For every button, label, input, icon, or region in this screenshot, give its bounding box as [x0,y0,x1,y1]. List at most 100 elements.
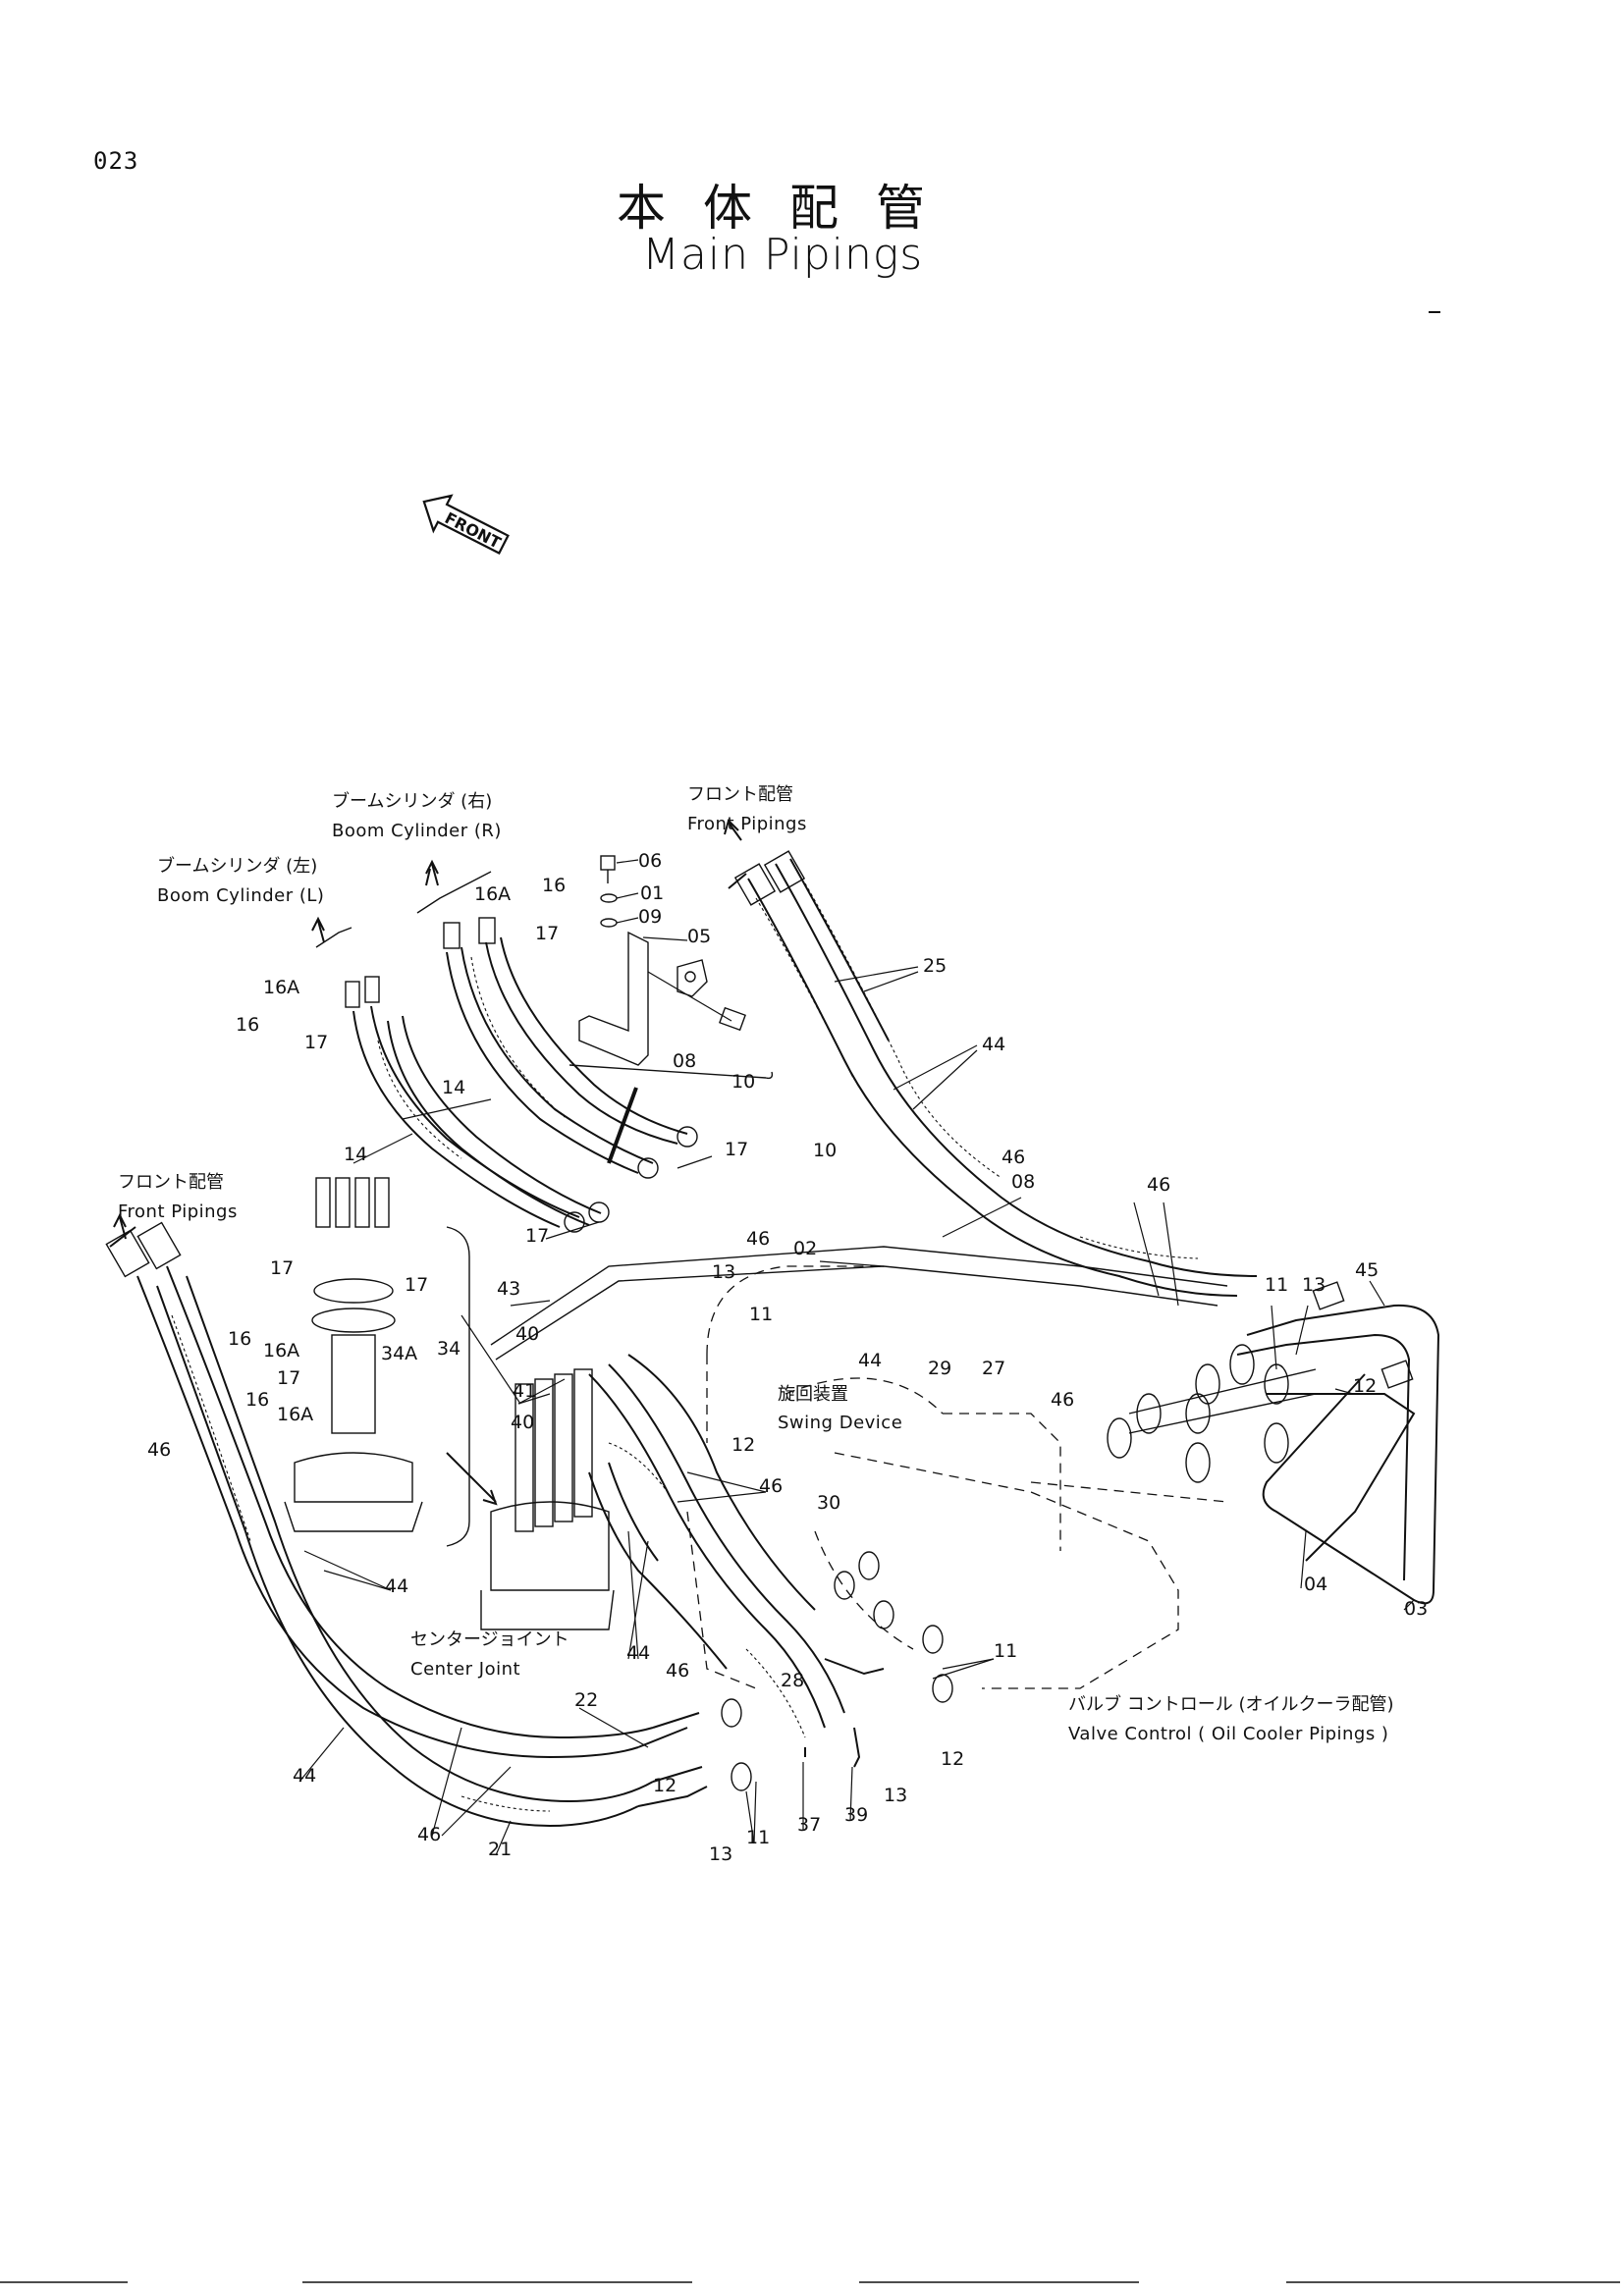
callout-34: 34 [437,1338,460,1360]
callout-16a: 16A [263,1340,299,1362]
callout-16a: 16A [263,977,299,998]
callout-16: 16 [245,1389,269,1411]
callout-44: 44 [982,1034,1005,1055]
callout-10: 10 [813,1140,837,1161]
callout-11: 11 [749,1304,773,1325]
callout-45: 45 [1355,1259,1379,1281]
label-boom-l-en: Boom Cylinder (L) [157,885,324,906]
callout-04: 04 [1304,1574,1327,1595]
center-joint-detail [284,1177,470,1547]
section-label-boom-r: ブームシリンダ (右) Boom Cylinder (R) [332,790,502,841]
callout-13: 13 [709,1843,732,1865]
callout-41: 41 [513,1380,536,1402]
callout-46: 46 [147,1439,171,1461]
front-pipings-lower [105,1221,708,1828]
callout-17: 17 [525,1225,549,1247]
callout-06: 06 [638,850,662,872]
callout-17: 17 [270,1257,294,1279]
callout-27: 27 [982,1358,1005,1379]
callout-01: 01 [640,882,664,904]
front-pipings-upper [728,850,1258,1297]
boom-cylinder-l-hoses [315,927,610,1233]
callout-13: 13 [884,1785,907,1806]
callout-46: 46 [746,1228,770,1250]
label-boom-r-jp: ブームシリンダ (右) [332,790,492,812]
section-label-front-left: フロント配管 Front Pipings [118,1172,238,1222]
label-valve-en: Valve Control ( Oil Cooler Pipings ) [1068,1724,1388,1744]
leader-lines [298,966,1415,1856]
callout-44: 44 [626,1642,650,1664]
front-arrow-icon: FRONT [422,494,510,555]
callout-17: 17 [304,1032,328,1053]
section-label-center: センタージョイント Center Joint [410,1629,569,1680]
center-piping-bundle [480,1246,1228,1738]
callout-46: 46 [759,1475,783,1497]
callout-21: 21 [488,1839,512,1860]
callout-44: 44 [293,1765,316,1787]
label-front-left-jp: フロント配管 [118,1172,224,1193]
oil-cooler-pipes [721,1281,1440,1791]
label-valve-jp: バルブ コントロール (オイルクーラ配管) [1068,1693,1394,1715]
callout-46: 46 [417,1824,441,1845]
callout-40: 40 [511,1412,534,1433]
callout-25: 25 [923,955,947,977]
callout-29: 29 [928,1358,951,1379]
section-label-swing: 旋回装置 Swing Device [778,1384,902,1433]
label-center-en: Center Joint [410,1659,520,1680]
callout-22: 22 [574,1689,598,1711]
callout-44: 44 [385,1575,408,1597]
callout-02: 02 [793,1238,817,1259]
label-swing-en: Swing Device [778,1413,902,1433]
callout-30: 30 [817,1492,840,1514]
callout-44: 44 [858,1350,882,1371]
boom-cylinder-r-hoses [416,868,698,1179]
callout-16a: 16A [277,1404,313,1425]
label-front-top-en: Front Pipings [687,814,807,834]
callout-12: 12 [731,1434,755,1456]
callout-16: 16 [236,1014,259,1036]
callout-16: 16 [542,875,566,896]
callout-14: 14 [442,1077,465,1098]
label-boom-r-en: Boom Cylinder (R) [332,821,502,841]
page-number: 023 [93,147,139,175]
bracket-assembly [568,855,774,1164]
callout-40: 40 [515,1323,539,1345]
callout-43: 43 [497,1278,520,1300]
callout-08: 08 [1011,1171,1035,1193]
callout-16a: 16A [474,883,511,905]
callout-09: 09 [638,906,662,928]
callout-46: 46 [666,1660,689,1682]
label-center-jp: センタージョイント [410,1629,569,1650]
callout-03: 03 [1404,1598,1428,1620]
callout-13: 13 [712,1261,735,1283]
title-english: Main Pipings [642,230,924,280]
callout-46: 46 [1001,1147,1025,1168]
callout-11: 11 [1265,1274,1288,1296]
section-arrows [113,819,742,1506]
callout-12: 12 [1353,1375,1377,1397]
callout-11: 11 [994,1640,1017,1662]
callout-05: 05 [687,926,711,947]
callout-17: 17 [535,923,559,944]
callout-17: 17 [277,1367,300,1389]
section-label-front-top: フロント配管 Front Pipings [687,784,807,834]
callout-46: 46 [1051,1389,1074,1411]
callout-34a: 34A [381,1343,417,1364]
callout-17: 17 [405,1274,428,1296]
callout-13: 13 [1302,1274,1326,1296]
callout-10: 10 [731,1071,755,1093]
label-front-left-en: Front Pipings [118,1201,238,1222]
title-japanese: 本体配管 [617,180,962,237]
callout-16: 16 [228,1328,251,1350]
label-boom-l-jp: ブームシリンダ (左) [157,855,317,877]
callout-12: 12 [653,1775,677,1796]
callout-12: 12 [941,1748,964,1770]
callout-28: 28 [781,1670,804,1691]
section-label-valve: バルブ コントロール (オイルクーラ配管) Valve Control ( Oi… [1068,1693,1394,1744]
front-marker-label: FRONT [442,508,504,553]
callout-17: 17 [725,1139,748,1160]
label-front-top-jp: フロント配管 [687,784,793,805]
callout-11: 11 [746,1827,770,1848]
